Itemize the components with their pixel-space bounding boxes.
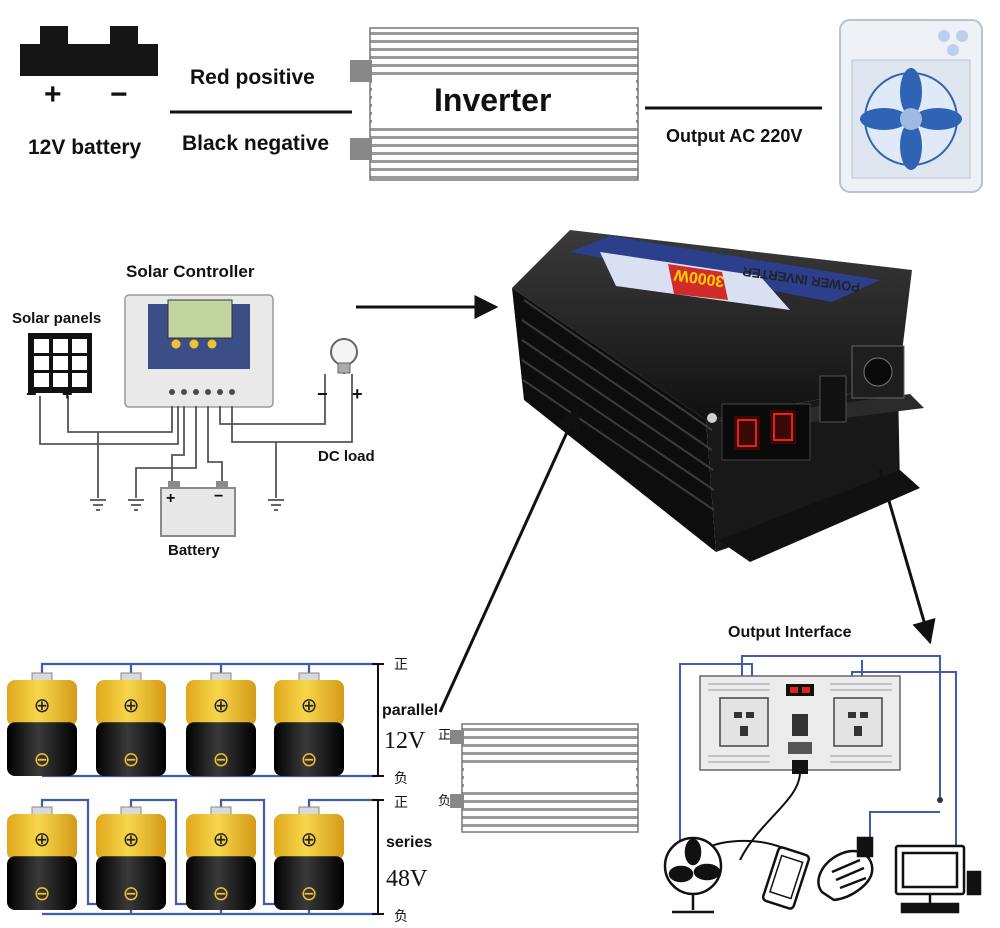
battery-cell: ⊕⊖ xyxy=(186,806,256,910)
dc-load-label: DC load xyxy=(318,448,375,465)
cell-plus-symbol: ⊕ xyxy=(34,693,51,717)
parallel-to-inverter-arrow xyxy=(438,405,580,713)
solar-panels-label: Solar panels xyxy=(12,310,102,327)
battery-plus-sign: + xyxy=(44,78,62,111)
battery-cell: ⊕⊖ xyxy=(7,806,77,910)
solar-battery-minus: − xyxy=(214,488,224,505)
dc-load-bulb-icon xyxy=(330,338,358,374)
battery-cell: ⊕⊖ xyxy=(7,672,77,776)
series-negative-cn: 负 xyxy=(394,908,408,924)
cell-minus-symbol: ⊖ xyxy=(34,881,51,905)
solar-battery-icon xyxy=(160,481,236,537)
cell-minus-symbol: ⊖ xyxy=(213,881,230,905)
output-panel-drawing xyxy=(699,675,901,774)
battery-minus-sign: − xyxy=(110,78,128,111)
phone-icon xyxy=(761,846,811,910)
cell-minus-symbol: ⊖ xyxy=(301,747,318,771)
junction-dot xyxy=(937,797,943,803)
battery-12v-label: 12V battery xyxy=(28,136,142,159)
cell-plus-symbol: ⊕ xyxy=(34,827,51,851)
series-positive-cn: 正 xyxy=(394,794,408,810)
small-inverter-drawing xyxy=(450,723,639,833)
solar-controller-title: Solar Controller xyxy=(126,262,255,281)
solar-battery-label: Battery xyxy=(168,542,220,559)
ground-symbols xyxy=(90,499,284,511)
battery-cell: ⊕⊖ xyxy=(274,672,344,776)
parallel-positive-cn: 正 xyxy=(394,656,408,672)
voltage-brackets xyxy=(372,663,384,915)
parallel-label: parallel xyxy=(382,702,439,719)
top-inverter-drawing xyxy=(350,27,639,181)
battery-cell: ⊕⊖ xyxy=(186,672,256,776)
solar-battery-plus: + xyxy=(166,490,176,507)
top-battery-icon xyxy=(20,26,158,76)
series-voltage-label: 48V xyxy=(386,866,428,892)
series-label: series xyxy=(386,834,433,851)
solar-panel-icon xyxy=(28,333,92,393)
cell-plus-symbol: ⊕ xyxy=(301,693,318,717)
black-negative-label: Black negative xyxy=(182,132,330,155)
parallel-voltage-label: 12V xyxy=(384,728,426,754)
fan-icon xyxy=(663,836,723,914)
cell-plus-symbol: ⊕ xyxy=(213,693,230,717)
battery-cell: ⊕⊖ xyxy=(96,672,166,776)
battery-cell: ⊕⊖ xyxy=(96,806,166,910)
small-inverter-positive-cn: 正 xyxy=(438,727,452,742)
inverter-photo xyxy=(512,230,924,562)
load-plus-sign: + xyxy=(352,384,363,404)
output-interface-title: Output Interface xyxy=(728,624,852,641)
panel-minus-sign: − xyxy=(26,384,37,404)
battery-cells: ⊕⊖⊕⊖⊕⊖⊕⊖⊕⊖⊕⊖⊕⊖⊕⊖ xyxy=(7,672,344,910)
cell-plus-symbol: ⊕ xyxy=(123,827,140,851)
battery-cell: ⊕⊖ xyxy=(274,806,344,910)
cell-plus-symbol: ⊕ xyxy=(123,693,140,717)
cell-minus-symbol: ⊖ xyxy=(123,881,140,905)
desk-fan-photo xyxy=(839,19,983,193)
inverter-to-output-arrow xyxy=(878,469,936,645)
bulb-icon xyxy=(817,836,874,902)
cell-minus-symbol: ⊖ xyxy=(34,747,51,771)
cell-minus-symbol: ⊖ xyxy=(301,881,318,905)
inverter-title: Inverter xyxy=(434,82,552,118)
solar-controller-icon xyxy=(124,294,274,408)
cell-plus-symbol: ⊕ xyxy=(301,827,318,851)
solar-wiring xyxy=(39,362,353,498)
computer-icon xyxy=(894,844,982,914)
cell-minus-symbol: ⊖ xyxy=(213,747,230,771)
cell-minus-symbol: ⊖ xyxy=(123,747,140,771)
small-inverter-negative-cn: 负 xyxy=(438,793,452,808)
load-minus-sign: − xyxy=(317,384,328,404)
parallel-negative-cn: 负 xyxy=(394,770,408,786)
panel-plus-sign: + xyxy=(62,384,73,404)
red-positive-label: Red positive xyxy=(190,66,315,89)
cell-plus-symbol: ⊕ xyxy=(213,827,230,851)
output-ac-label: Output AC 220V xyxy=(666,126,803,146)
